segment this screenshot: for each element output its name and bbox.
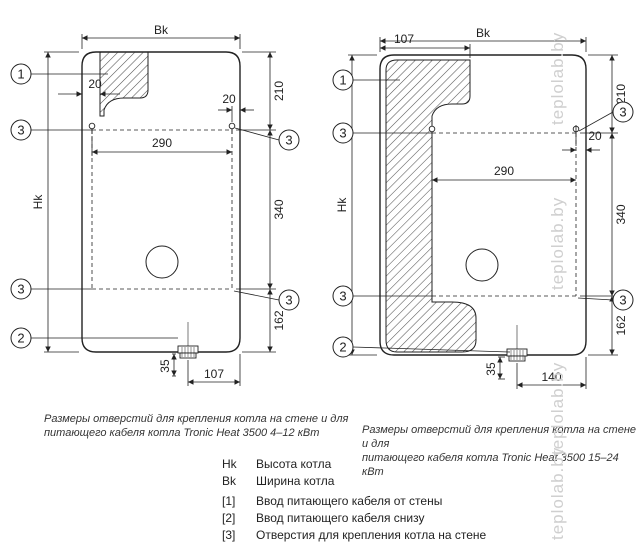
- legend-key: Bk: [222, 474, 237, 488]
- hatched-cable-zone: [99, 51, 149, 117]
- dim-290-label: 290: [152, 136, 172, 150]
- legend-text: Отверстия для крепления котла на стене: [256, 528, 487, 542]
- callout-number: 3: [17, 282, 24, 297]
- callout-circle: [10, 119, 32, 141]
- callout-leader: [352, 346, 511, 353]
- heater-flange: [465, 248, 499, 282]
- width-label: Bk: [476, 26, 491, 40]
- legend-text: Ввод питающего кабеля снизу: [256, 511, 425, 525]
- right-caption-line1: Размеры отверстий для крепления котла на…: [362, 424, 637, 450]
- legend-row-3: [3] Отверстия для крепления котла на стен…: [222, 527, 486, 544]
- callout-number: 2: [17, 331, 24, 346]
- legend-text: Ширина котла: [256, 474, 335, 488]
- legend-row-bk: Bk Ширина котла: [222, 473, 486, 490]
- callout-circle: [10, 63, 32, 85]
- dim-210-label: 210: [272, 81, 286, 101]
- callout-number: 3: [619, 105, 626, 120]
- callout-number: 3: [17, 123, 24, 138]
- watermark: teplolab.by: [548, 361, 567, 455]
- legend-text: Высота котла: [256, 457, 332, 471]
- legend-text: Ввод питающего кабеля от стены: [256, 494, 443, 508]
- callout-number: 3: [339, 126, 346, 141]
- callout-leader: [234, 127, 280, 141]
- dim-35-label: 35: [158, 359, 172, 373]
- dim-20-left-label: 20: [88, 77, 102, 91]
- callout-number: 3: [619, 293, 626, 308]
- left-caption: Размеры отверстий для крепления котла на…: [44, 412, 348, 440]
- heater-flange: [145, 245, 179, 279]
- callout-circle: [332, 285, 354, 307]
- legend-key: [1]: [222, 494, 236, 508]
- dim-107-bottom-label: 107: [204, 367, 224, 381]
- callout-leader: [577, 297, 614, 301]
- right-caption: Размеры отверстий для крепления котла на…: [362, 423, 640, 479]
- watermark: teplolab.by: [548, 196, 567, 290]
- legend-key: [3]: [222, 528, 236, 542]
- callout-number: 3: [339, 289, 346, 304]
- callout-leader: [578, 111, 614, 132]
- callout-circle: [332, 69, 354, 91]
- legend-key: [2]: [222, 511, 236, 525]
- left-caption-line1: Размеры отверстий для крепления котла на…: [44, 413, 349, 425]
- dim-35-label: 35: [484, 362, 498, 376]
- left-caption-line2: питающего кабеля котла Tronic Heat 3500 …: [44, 427, 320, 439]
- dim-140-bottom-label: 140: [541, 370, 561, 384]
- dim-20-right-label: 20: [588, 129, 602, 143]
- dim-162-label: 162: [272, 310, 286, 330]
- height-label: Hk: [335, 197, 349, 213]
- legend-row-hk: Hk Высота котла: [222, 456, 486, 473]
- legend: Hk Высота котла Bk Ширина котла [1] Ввод пи…: [222, 456, 486, 544]
- callout-leader: [233, 290, 280, 301]
- legend-key: Hk: [222, 457, 237, 471]
- callout-number: 3: [285, 133, 292, 148]
- boiler-outline: [81, 51, 241, 353]
- dim-340-label: 340: [614, 204, 628, 224]
- callout-number: 1: [17, 67, 24, 82]
- dim-340-label: 340: [272, 199, 286, 219]
- callout-number: 2: [339, 340, 346, 355]
- dim-20-right-label: 20: [222, 92, 236, 106]
- mounting-hole: [228, 122, 236, 130]
- mounting-hole: [428, 125, 436, 133]
- width-label: Bk: [154, 23, 169, 37]
- boiler-outline: [379, 54, 587, 356]
- hatched-cable-zone: [385, 59, 477, 353]
- callout-number: 1: [339, 73, 346, 88]
- mounting-hole: [88, 122, 96, 130]
- dim-290-label: 290: [494, 164, 514, 178]
- dim-210-label: 210: [614, 84, 628, 104]
- watermark: teplolab.by: [548, 446, 567, 540]
- right-caption-line2: питающего кабеля котла Tronic Heat 3500 …: [362, 452, 619, 478]
- legend-row-2: [2] Ввод питающего кабеля снизу: [222, 510, 486, 527]
- callout-circle: [332, 336, 354, 358]
- dim-107-top-label: 107: [394, 32, 414, 46]
- callout-circle: [10, 278, 32, 300]
- legend-row-1: [1] Ввод питающего кабеля от стены: [222, 493, 486, 510]
- callout-circle: [332, 122, 354, 144]
- callout-circle: [10, 327, 32, 349]
- dim-162-label: 162: [614, 315, 628, 335]
- height-label: Hk: [31, 194, 45, 210]
- callout-number: 3: [285, 293, 292, 308]
- watermark: teplolab.by: [548, 31, 567, 125]
